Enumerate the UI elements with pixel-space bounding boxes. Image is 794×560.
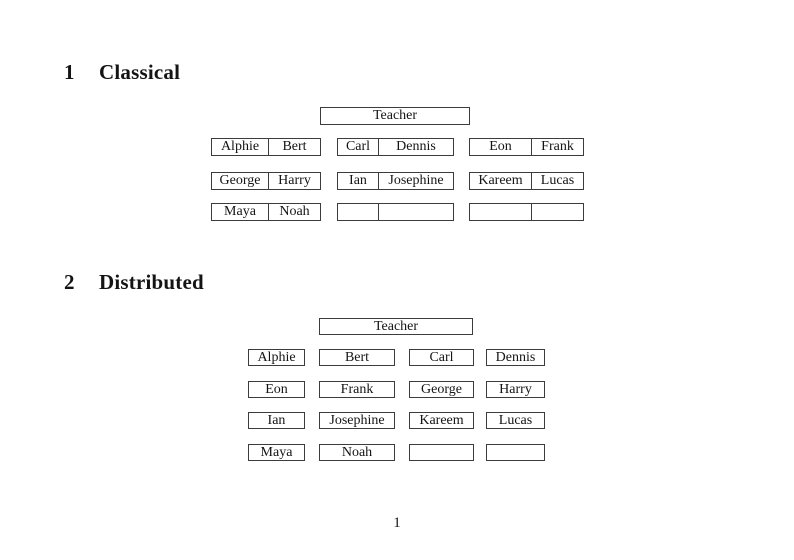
seat: Ian	[248, 412, 305, 429]
page-number: 1	[393, 515, 401, 531]
seat-empty	[486, 444, 545, 461]
seat-label: Carl	[338, 139, 379, 155]
seat-label: Frank	[541, 139, 574, 154]
teacher-label: Teacher	[373, 318, 419, 334]
seat: Carl	[409, 349, 474, 366]
seat-label: Bert	[344, 349, 370, 365]
desk: George Harry	[211, 172, 321, 190]
section-heading-classical: 1 Classical	[64, 62, 180, 83]
desk-empty	[337, 203, 454, 221]
seat-label: Harry	[278, 173, 311, 188]
seat: Maya	[248, 444, 305, 461]
seat-label: Kareem	[419, 412, 464, 428]
seat-label: Carl	[429, 349, 454, 365]
seat-label: Maya	[212, 204, 269, 220]
seat-label-empty	[470, 204, 532, 220]
seat: Noah	[319, 444, 395, 461]
seat: Kareem	[409, 412, 474, 429]
seat-label: Dennis	[396, 139, 436, 154]
desk-empty	[469, 203, 584, 221]
desk: Ian Josephine	[337, 172, 454, 190]
seat-label: Eon	[470, 139, 532, 155]
seat-label: Lucas	[498, 412, 533, 428]
seat-label: George	[421, 381, 462, 397]
seat-label-empty	[532, 204, 583, 220]
desk: Carl Dennis	[337, 138, 454, 156]
seat-label: Harry	[499, 381, 532, 397]
desk: Maya Noah	[211, 203, 321, 221]
seat: Frank	[319, 381, 395, 398]
seat-empty	[409, 444, 474, 461]
seat: Lucas	[486, 412, 545, 429]
seat: Josephine	[319, 412, 395, 429]
seat-label: Eon	[265, 381, 288, 397]
seat: Harry	[486, 381, 545, 398]
section-number: 2	[64, 270, 75, 294]
seat: George	[409, 381, 474, 398]
seat-label: Lucas	[540, 173, 575, 188]
seat-label: Alphie	[212, 139, 269, 155]
seat: Eon	[248, 381, 305, 398]
seat-label: Josephine	[388, 173, 444, 188]
seat-label: Ian	[267, 412, 286, 428]
seat-label: Noah	[341, 444, 373, 460]
section-number: 1	[64, 60, 75, 84]
section-title: Distributed	[99, 270, 204, 294]
desk: Alphie Bert	[211, 138, 321, 156]
desk: Kareem Lucas	[469, 172, 584, 190]
seat-label: Kareem	[470, 173, 532, 189]
section-title: Classical	[99, 60, 181, 84]
section-heading-distributed: 2 Distributed	[64, 272, 204, 293]
seat: Alphie	[248, 349, 305, 366]
seat: Bert	[319, 349, 395, 366]
seat-label: George	[212, 173, 269, 189]
seat-label: Dennis	[495, 349, 536, 365]
seat-label-empty	[338, 204, 379, 220]
seat-label-empty	[379, 204, 453, 220]
seat-label: Maya	[260, 444, 293, 460]
desk: Eon Frank	[469, 138, 584, 156]
seat-label: Alphie	[257, 349, 296, 365]
seat-label: Frank	[340, 381, 374, 397]
teacher-box: Teacher	[319, 318, 473, 335]
seat-label: Noah	[279, 204, 310, 219]
seat: Dennis	[486, 349, 545, 366]
teacher-box: Teacher	[320, 107, 470, 125]
seat-label: Bert	[282, 139, 307, 154]
seat-label: Josephine	[329, 412, 385, 428]
seat-label: Ian	[338, 173, 379, 189]
teacher-label: Teacher	[372, 107, 418, 123]
